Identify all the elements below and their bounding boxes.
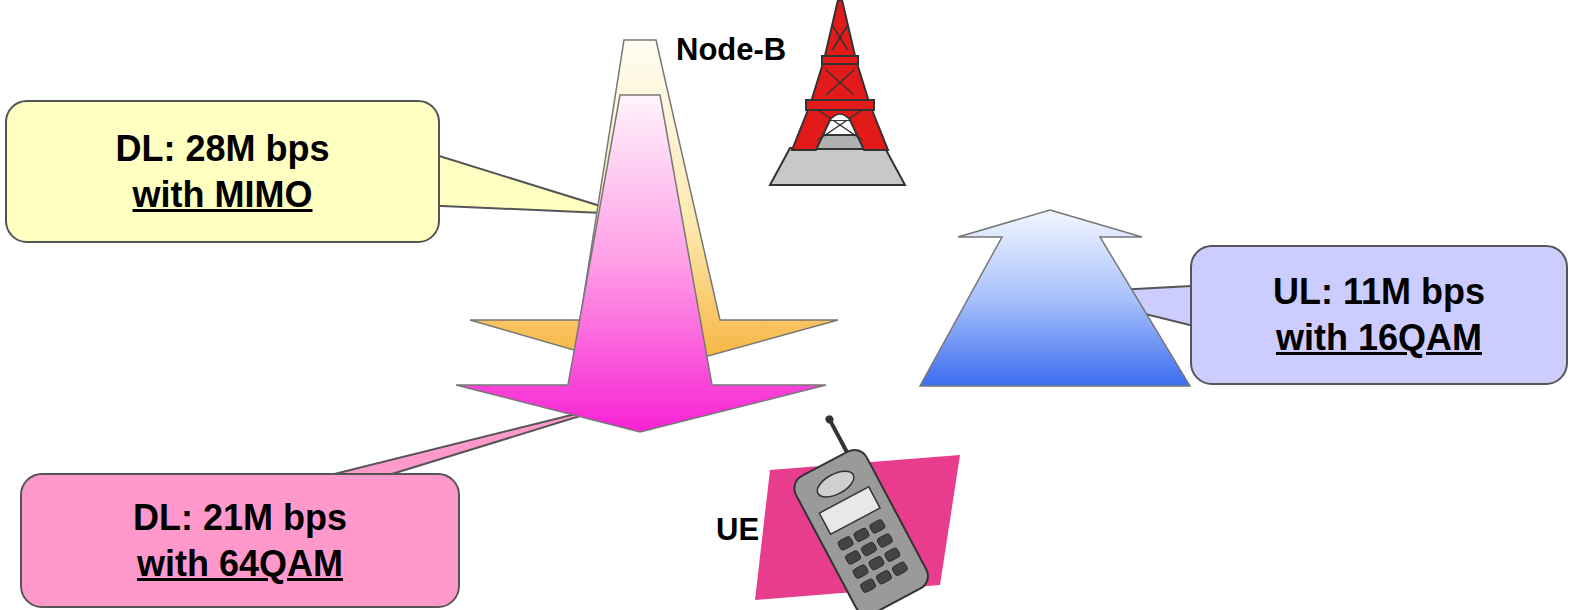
tower-icon: [770, 0, 905, 185]
callout-box: DL: 28M bpswith MIMO: [5, 100, 440, 243]
phone-icon: [755, 409, 960, 610]
callout-pointer: [420, 150, 626, 214]
technique-label: with 16QAM: [1276, 315, 1482, 361]
terminal-label: UE: [716, 512, 759, 548]
data-rate: DL: 28M bps: [115, 126, 329, 172]
downlink-64qam-arrow: [456, 95, 826, 432]
callout-box: UL: 11M bpswith 16QAM: [1190, 245, 1568, 385]
uplink-arrow: [920, 210, 1190, 386]
technique-label: with 64QAM: [137, 541, 343, 587]
data-rate: UL: 11M bps: [1273, 269, 1485, 315]
callout-box: DL: 21M bpswith 64QAM: [20, 473, 460, 608]
data-rate: DL: 21M bps: [133, 495, 347, 541]
technique-label: with MIMO: [133, 172, 313, 218]
base-station-label: Node-B: [676, 32, 786, 68]
